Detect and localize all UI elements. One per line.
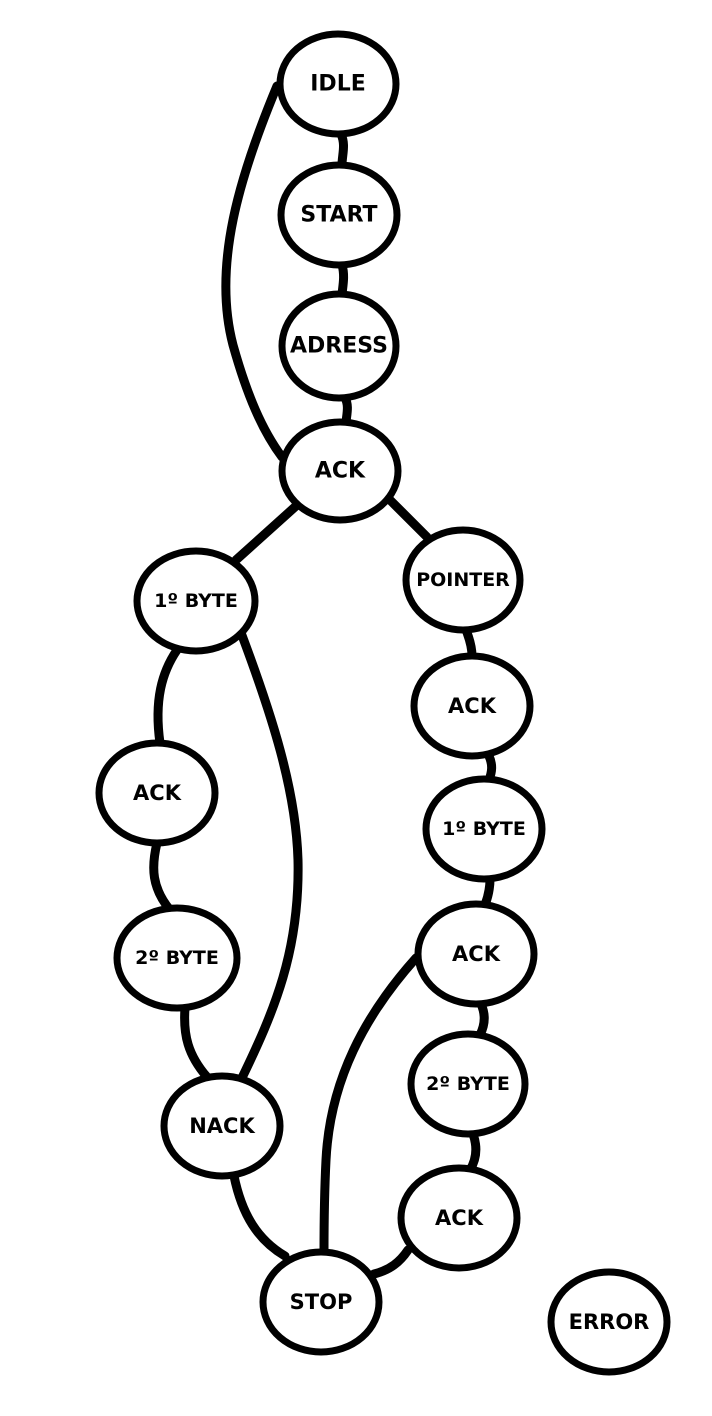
edge-ack-main-to-byte1-left	[231, 501, 301, 565]
state-node-shape	[95, 739, 219, 847]
state-node-shape	[276, 30, 400, 138]
state-node-byte2-right: 2º BYTE	[407, 1030, 529, 1138]
edge-start-to-adress	[337, 260, 349, 299]
edge-adress-to-ack-main	[340, 393, 352, 427]
state-node-label: ACK	[435, 1206, 484, 1230]
state-node-label: ACK	[448, 694, 497, 718]
state-node-shape	[259, 1248, 383, 1356]
state-node-label: 1º BYTE	[442, 818, 526, 840]
state-node-shape	[133, 547, 259, 655]
state-node-idle: IDLE	[276, 30, 400, 138]
state-node-ack-r1: ACK	[410, 652, 534, 760]
state-node-label: 1º BYTE	[154, 590, 238, 612]
edge-byte1-left-to-ack-left	[153, 645, 182, 748]
edge-ack-r2-to-byte2-right	[475, 999, 489, 1040]
state-node-shape	[277, 161, 401, 269]
state-node-label: ACK	[452, 942, 501, 966]
state-node-shape	[422, 775, 546, 883]
edge-idle-to-start	[336, 129, 349, 170]
state-node-label: ACK	[315, 459, 366, 484]
state-node-adress: ADRESS	[278, 290, 400, 402]
state-node-pointer: POINTER	[402, 526, 524, 634]
state-node-label: 2º BYTE	[426, 1073, 510, 1095]
state-node-shape	[397, 1164, 521, 1272]
state-node-ack-r2: ACK	[414, 900, 538, 1008]
node-layer: IDLE START ADRESS ACK 1º BYTE ACK 2º BYTE NACK S…	[95, 30, 671, 1376]
edge-byte2-right-to-ack-r3	[465, 1129, 481, 1175]
state-node-shape	[113, 904, 241, 1012]
state-node-shape	[278, 290, 400, 402]
edge-idle-to-ack-main	[221, 81, 287, 462]
state-node-nack: NACK	[160, 1072, 284, 1180]
edge-ack-r3-to-stop	[369, 1245, 413, 1279]
state-node-shape	[414, 900, 538, 1008]
edge-nack-to-stop	[229, 1171, 290, 1261]
state-node-label: ADRESS	[290, 334, 388, 359]
state-node-label: ACK	[133, 781, 182, 805]
state-node-error: ERROR	[547, 1268, 671, 1376]
edge-byte1-right-to-ack-r2	[480, 874, 495, 910]
edge-byte2-left-to-nack	[180, 1003, 212, 1082]
edge-ack-main-to-pointer	[383, 493, 432, 542]
state-node-byte1-left: 1º BYTE	[133, 547, 259, 655]
state-node-label: POINTER	[416, 569, 510, 591]
state-node-start: START	[277, 161, 401, 269]
state-node-shape	[410, 652, 534, 760]
edge-pointer-to-ack-r1	[461, 625, 477, 661]
edge-ack-left-to-byte2-left	[149, 838, 175, 915]
state-node-label: ERROR	[569, 1310, 650, 1334]
state-node-label: 2º BYTE	[135, 947, 219, 969]
state-node-stop: STOP	[259, 1248, 383, 1356]
state-node-ack-left: ACK	[95, 739, 219, 847]
state-node-byte2-left: 2º BYTE	[113, 904, 241, 1012]
state-node-label: START	[300, 203, 377, 228]
state-node-label: NACK	[189, 1114, 255, 1138]
edge-byte1-left-to-nack	[235, 625, 303, 1087]
state-node-label: STOP	[290, 1290, 353, 1314]
state-node-shape	[547, 1268, 671, 1376]
state-node-shape	[402, 526, 524, 634]
state-node-ack-r3: ACK	[397, 1164, 521, 1272]
state-node-shape	[407, 1030, 529, 1138]
state-node-ack-main: ACK	[278, 418, 402, 524]
state-node-shape	[278, 418, 402, 524]
state-node-label: IDLE	[310, 72, 366, 97]
edge-ack-r2-to-stop	[319, 953, 421, 1257]
state-node-byte1-right: 1º BYTE	[422, 775, 546, 883]
state-node-shape	[160, 1072, 284, 1180]
